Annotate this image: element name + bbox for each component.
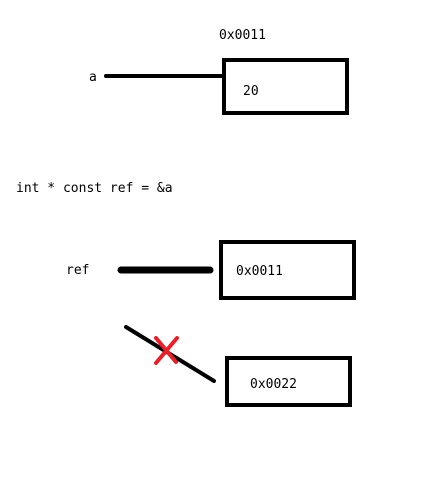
cross-mark-icon <box>154 336 179 365</box>
memory-value-other: 0x0022 <box>250 377 297 392</box>
memory-value-ref: 0x0011 <box>236 264 283 279</box>
memory-box-other: 0x0022 <box>225 356 352 407</box>
memory-box-ref: 0x0011 <box>219 240 356 300</box>
declaration-text: int * const ref = &a <box>16 181 173 196</box>
variable-label-a: a <box>89 70 97 85</box>
memory-value-a: 20 <box>243 84 259 99</box>
address-label-a: 0x0011 <box>219 28 266 43</box>
memory-box-a: 20 <box>222 58 349 115</box>
variable-label-ref: ref <box>66 263 90 278</box>
